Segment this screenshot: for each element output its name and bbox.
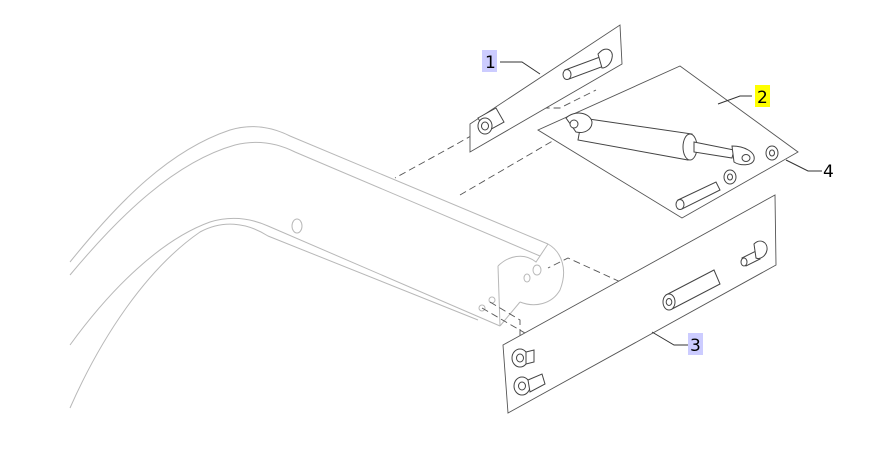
callout-2[interactable]: 2 xyxy=(755,85,770,108)
arm-hole xyxy=(488,296,496,304)
frame-arm xyxy=(69,126,564,409)
pin-part xyxy=(562,48,613,80)
arm-hole xyxy=(532,264,542,276)
callout-number: 3 xyxy=(690,336,701,356)
callout-number: 1 xyxy=(485,53,496,73)
leader-line-3 xyxy=(651,331,688,346)
bushing-part xyxy=(477,107,505,135)
bushing-part xyxy=(662,269,721,311)
callout-4[interactable]: 4 xyxy=(823,162,834,182)
callout-number: 2 xyxy=(757,88,768,108)
arm-hole xyxy=(478,304,486,312)
leader-line-1 xyxy=(500,61,541,75)
pin-part xyxy=(740,240,768,267)
callout-highlight xyxy=(482,50,497,72)
callout-panel-1 xyxy=(469,24,623,153)
screw-part xyxy=(513,373,546,396)
arm-hole xyxy=(523,273,531,283)
callout-highlight xyxy=(688,333,703,355)
washer-part xyxy=(723,145,779,185)
callout-highlight xyxy=(755,85,770,107)
callout-3[interactable]: 3 xyxy=(688,333,703,356)
callout-panel-2 xyxy=(537,65,799,219)
leader-line-2 xyxy=(717,95,752,105)
callout-number: 4 xyxy=(823,162,834,182)
leader-line-4 xyxy=(785,159,822,172)
gas-spring-part xyxy=(565,112,755,166)
screw-part xyxy=(511,348,535,368)
small-pin-part xyxy=(675,181,721,210)
arm-hole xyxy=(291,218,303,234)
callout-panel-3 xyxy=(502,194,777,414)
callout-1[interactable]: 1 xyxy=(482,50,497,73)
